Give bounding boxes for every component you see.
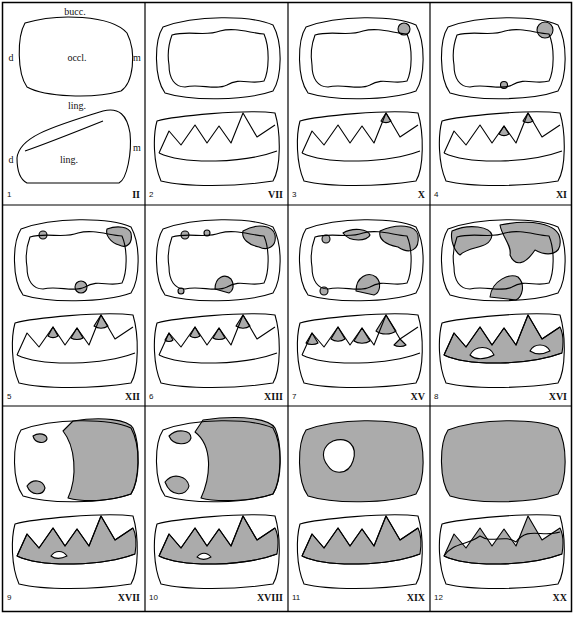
stage-numeral: XIII xyxy=(264,392,283,402)
panel-number: 7 xyxy=(292,393,296,401)
stage-numeral: XV xyxy=(411,392,425,402)
view-label: m xyxy=(133,53,141,63)
panel-number: 2 xyxy=(149,191,153,199)
panel-number: 6 xyxy=(149,393,153,401)
stage-numeral: X xyxy=(418,190,425,200)
stage-numeral: XX xyxy=(553,593,567,603)
stage-numeral: XVII xyxy=(118,593,140,603)
panel-number: 9 xyxy=(7,594,11,602)
view-label: ling. xyxy=(60,155,78,165)
view-label: d xyxy=(9,155,14,165)
panel-number: 4 xyxy=(434,191,438,199)
panel-number: 12 xyxy=(434,594,443,602)
stage-numeral: XI xyxy=(556,190,567,200)
stage-numeral: XVI xyxy=(549,392,567,402)
stage-numeral: XII xyxy=(125,392,140,402)
stage-numeral: II xyxy=(132,190,140,200)
stage-numeral: VII xyxy=(268,190,283,200)
view-label: m xyxy=(133,143,141,153)
view-label: bucc. xyxy=(64,7,85,17)
panel-number: 11 xyxy=(292,594,300,602)
stage-numeral: XVIII xyxy=(257,593,283,603)
view-label: ling. xyxy=(68,101,86,111)
view-label: d xyxy=(9,53,14,63)
panel-number: 3 xyxy=(292,191,296,199)
panel-number: 1 xyxy=(7,191,11,199)
panel-number: 8 xyxy=(434,393,438,401)
panel-number: 5 xyxy=(7,393,11,401)
stage-numeral: XIX xyxy=(407,593,425,603)
view-label: occl. xyxy=(67,53,86,63)
panel-number: 10 xyxy=(149,594,158,602)
